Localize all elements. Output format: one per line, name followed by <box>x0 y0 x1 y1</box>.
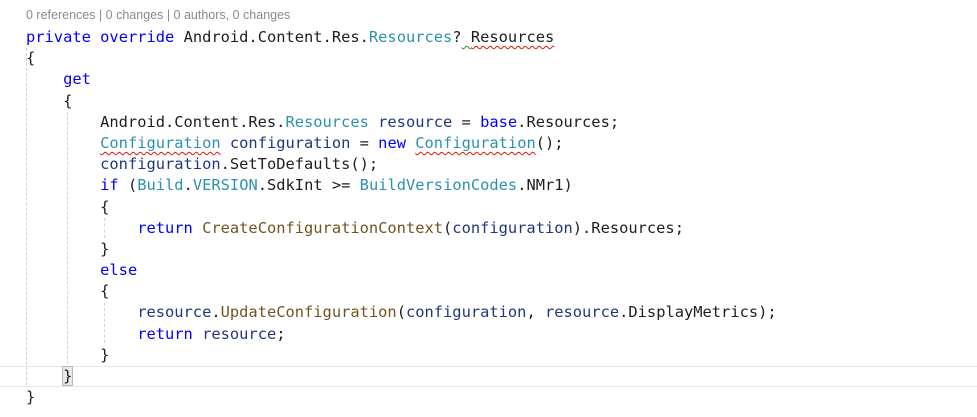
code-line[interactable]: resource.UpdateConfiguration(configurati… <box>0 302 977 323</box>
code-line[interactable]: if (Build.VERSION.SdkInt >= BuildVersion… <box>0 175 977 196</box>
code-token: ).Resources; <box>572 218 684 237</box>
code-token <box>26 70 63 88</box>
codelens-info[interactable]: 0 references | 0 changes | 0 authors, 0 … <box>26 8 291 22</box>
code-token: .SdkInt >= <box>257 176 360 195</box>
code-token: .Resources; <box>517 112 620 131</box>
code-token: Resources <box>368 28 453 46</box>
code-token: resource <box>378 112 453 131</box>
code-line[interactable]: } <box>0 345 977 366</box>
indent-guide <box>67 112 68 364</box>
code-line[interactable]: return resource; <box>0 324 977 345</box>
code-token: ( <box>443 218 453 237</box>
code-token: new <box>378 133 406 152</box>
code-token: override <box>100 28 175 46</box>
code-token: .SetToDefaults(); <box>220 155 379 174</box>
code-token: ( <box>396 303 406 322</box>
code-token: VERSION <box>192 176 258 195</box>
code-token: } <box>62 366 74 386</box>
code-token: { <box>26 49 36 68</box>
code-token: resource <box>137 303 212 322</box>
code-token <box>26 303 137 321</box>
code-line[interactable]: { <box>0 281 977 302</box>
code-token: configuration <box>100 155 221 174</box>
indent-guide <box>104 303 105 343</box>
code-line[interactable]: get <box>0 69 977 90</box>
code-token <box>406 134 415 152</box>
code-token: = <box>350 133 379 152</box>
code-token <box>221 134 230 152</box>
code-line[interactable]: private override Android.Content.Res.Res… <box>0 27 977 48</box>
code-token: { <box>63 91 73 110</box>
code-editor[interactable]: private override Android.Content.Res.Res… <box>0 27 977 408</box>
code-token: ; <box>276 324 286 343</box>
code-token: resource <box>544 303 620 322</box>
code-token: Android.Content.Res. <box>174 28 369 46</box>
code-line[interactable]: } <box>0 366 977 388</box>
code-token: configuration <box>405 303 527 322</box>
code-line[interactable]: } <box>0 239 977 260</box>
code-token: configuration <box>452 218 573 237</box>
code-token: if <box>100 176 119 195</box>
code-token: resource <box>202 324 277 343</box>
code-token <box>26 155 100 173</box>
code-token: ( <box>118 176 138 195</box>
code-lines: private override Android.Content.Res.Res… <box>0 27 977 408</box>
indent-guide <box>104 218 105 238</box>
code-token: Build <box>137 176 184 195</box>
code-token <box>462 28 471 46</box>
code-line[interactable]: { <box>0 48 977 69</box>
code-token: . <box>183 176 193 195</box>
code-token: (); <box>535 133 564 152</box>
code-token: ? <box>452 28 462 46</box>
code-line[interactable]: configuration.SetToDefaults(); <box>0 154 977 175</box>
code-line[interactable]: Configuration configuration = new Config… <box>0 133 977 154</box>
indent-guide <box>26 48 27 385</box>
code-token: configuration <box>229 133 351 152</box>
code-token: . <box>211 303 221 322</box>
code-token: Android.Content.Res. <box>26 112 286 131</box>
code-token: .NMr1) <box>517 176 573 195</box>
code-line[interactable]: { <box>0 197 977 218</box>
code-token: Configuration <box>415 133 536 152</box>
code-token: CreateConfigurationContext <box>202 218 444 237</box>
code-token: base <box>480 112 518 131</box>
code-token: Resources <box>285 112 369 131</box>
code-token <box>26 219 137 237</box>
code-token <box>193 219 202 237</box>
code-token: get <box>63 70 91 89</box>
code-token: = <box>452 112 481 131</box>
code-token: return <box>137 218 193 237</box>
code-token: } <box>26 239 110 258</box>
code-token <box>369 113 378 131</box>
code-token: , <box>526 303 545 322</box>
code-token <box>26 261 100 279</box>
code-token: BuildVersionCodes <box>359 176 518 195</box>
code-token <box>193 325 202 343</box>
code-token <box>26 176 100 194</box>
code-token <box>26 325 137 343</box>
code-token: private <box>26 28 91 46</box>
code-token: .DisplayMetrics); <box>619 303 777 322</box>
code-line[interactable]: else <box>0 260 977 281</box>
code-token: { <box>26 197 110 216</box>
code-line[interactable]: Android.Content.Res.Resources resource =… <box>0 112 977 133</box>
code-token <box>26 92 63 110</box>
code-token: Resources <box>470 28 555 46</box>
code-token: Configuration <box>100 133 221 152</box>
code-token: return <box>137 324 193 343</box>
code-token: } <box>26 388 36 407</box>
code-token: else <box>100 261 138 280</box>
code-line[interactable]: return CreateConfigurationContext(config… <box>0 218 977 239</box>
code-token <box>26 134 100 152</box>
code-token: UpdateConfiguration <box>220 303 397 322</box>
code-token: } <box>26 345 110 364</box>
code-token <box>91 28 100 46</box>
code-token: { <box>26 282 110 301</box>
code-line[interactable]: { <box>0 91 977 112</box>
code-token <box>26 367 63 385</box>
code-line[interactable]: } <box>0 387 977 408</box>
